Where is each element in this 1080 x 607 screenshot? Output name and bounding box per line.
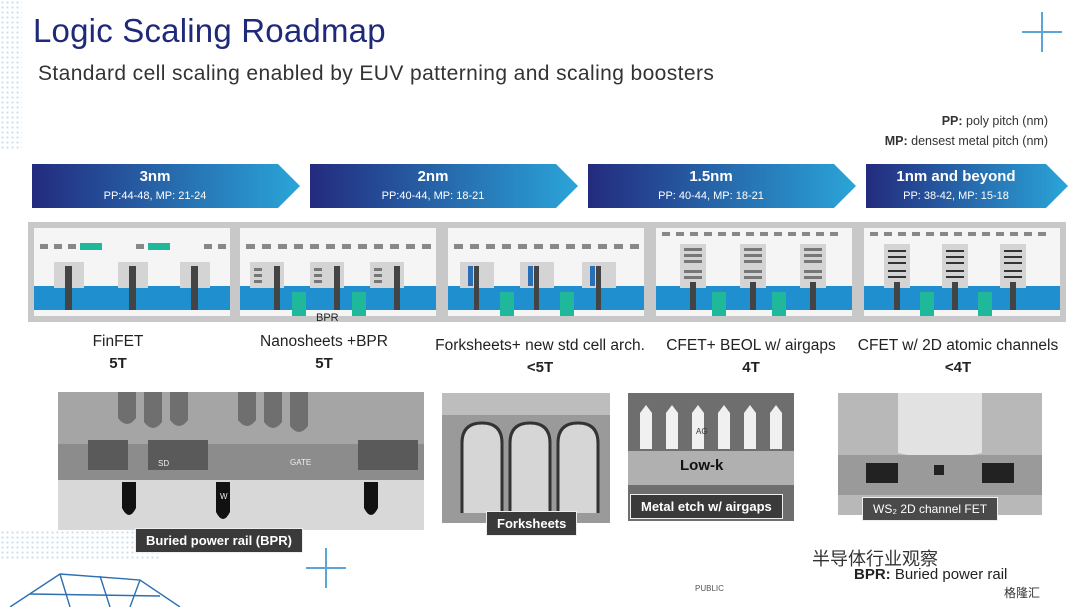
tem-image-forksheets	[442, 393, 610, 523]
tem-image-bpr: SD GATE W	[58, 392, 424, 530]
cell-tracks: 4T	[742, 359, 760, 376]
legend-mp: MP: densest metal pitch (nm)	[884, 134, 1048, 148]
stage-pitch: PP:40-44, MP: 18-21	[381, 190, 485, 202]
low-k-label: Low-k	[680, 457, 724, 474]
public-label: PUBLIC	[695, 584, 724, 593]
cell-diagram-cfet-2d	[858, 222, 1066, 322]
cell-label: Nanosheets +BPR	[260, 333, 388, 350]
dot-pattern-bottom	[0, 530, 160, 560]
bpr-footnote: BPR: Buried power rail	[854, 566, 1008, 583]
cell-diagram-forksheets	[442, 222, 650, 322]
cell-diagram-cfet	[650, 222, 858, 322]
stage-node: 1.5nm	[689, 168, 733, 185]
stage-pitch: PP:44-48, MP: 21-24	[103, 190, 207, 202]
page-title: Logic Scaling Roadmap	[33, 12, 386, 49]
stage-arrow-1-5nm: 1.5nm PP: 40-44, MP: 18-21	[588, 164, 856, 208]
cell-label: Forksheets+ new std cell arch.	[435, 337, 645, 354]
cell-tracks: 5T	[315, 355, 333, 372]
gate-label: GATE	[290, 458, 312, 467]
cell-label: CFET+ BEOL w/ airgaps	[666, 337, 836, 354]
legend-pp: PP: poly pitch (nm)	[941, 114, 1048, 128]
w-label: W	[220, 492, 228, 501]
cell-label: CFET w/ 2D atomic channels	[857, 337, 1059, 354]
plus-icon	[1022, 12, 1062, 52]
photo-caption: Forksheets	[486, 511, 578, 536]
stage-node: 1nm and beyond	[896, 168, 1016, 185]
dot-pattern-top	[0, 0, 22, 150]
photo-caption: WS₂ 2D channel FET	[862, 497, 999, 521]
plus-icon-bottom	[306, 548, 346, 588]
watermark-text: 半导体行业观察	[812, 549, 938, 569]
bpr-inner-label: BPR	[316, 312, 339, 324]
wireframe-logo-icon	[9, 573, 181, 607]
sd-label: SD	[158, 459, 170, 468]
stage-node: 2nm	[417, 168, 449, 185]
tem-image-ws2	[838, 393, 1042, 515]
photo-caption: Buried power rail (BPR)	[135, 528, 303, 553]
page-subtitle: Standard cell scaling enabled by EUV pat…	[38, 62, 715, 85]
stage-pitch: PP: 40-44, MP: 18-21	[658, 190, 764, 202]
cell-tracks: <4T	[944, 359, 972, 376]
cell-diagram-nanosheets: BPR	[234, 222, 442, 324]
photo-caption: Metal etch w/ airgaps	[630, 494, 783, 519]
stage-pitch: PP: 38-42, MP: 15-18	[903, 190, 1009, 202]
stage-node: 3nm	[139, 168, 171, 185]
cell-diagram-finfet	[28, 222, 236, 322]
stage-arrow-3nm: 3nm PP:44-48, MP: 21-24	[32, 164, 300, 208]
stage-arrow-2nm: 2nm PP:40-44, MP: 18-21	[310, 164, 578, 208]
stage-arrow-1nm: 1nm and beyond PP: 38-42, MP: 15-18	[866, 164, 1068, 208]
cell-tracks: 5T	[109, 355, 127, 372]
ag-label: AG	[696, 427, 708, 436]
cell-label: FinFET	[92, 333, 144, 350]
watermark-logo-text: 格隆汇	[1004, 586, 1041, 600]
cell-tracks: <5T	[526, 359, 554, 376]
